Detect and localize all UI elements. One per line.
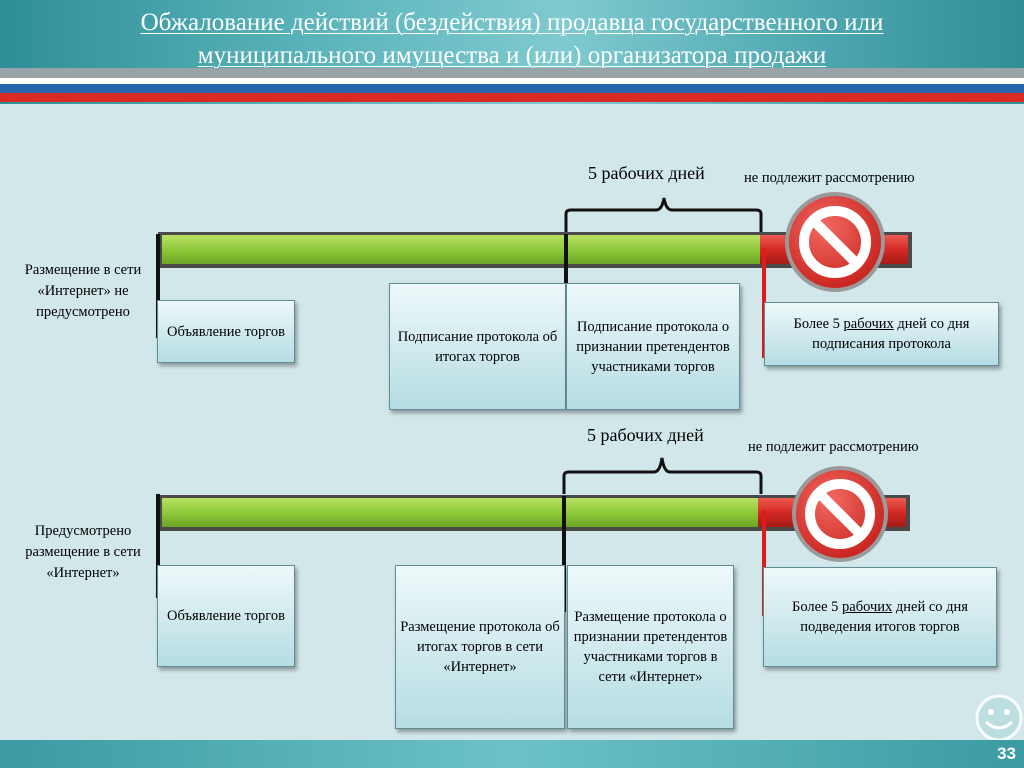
row1-box-protocol-results-text: Подписание протокола об итогах торгов (397, 328, 558, 365)
row1-box-announcement: Объявление торгов (157, 300, 295, 363)
footer-band (0, 740, 1024, 768)
row2-box-protocol-results: Размещение протокола об итогах торгов в … (395, 565, 565, 729)
row2-box-protocol-applicants-text: Размещение протокола о признании претенд… (573, 609, 728, 685)
prohibition-icon (785, 192, 885, 292)
row1-days-label: 5 рабочих дней (588, 163, 705, 183)
row2-box-more-days: Более 5 рабочих дней со дня подведения и… (763, 567, 997, 667)
prohibition-icon (792, 466, 888, 562)
page-number: 33 (997, 744, 1016, 763)
page-title: Обжалование действий (бездействия) прода… (140, 9, 884, 69)
row2-box-protocol-applicants: Размещение протокола о признании претенд… (567, 565, 734, 729)
row1-box-protocol-results: Подписание протокола об итогах торгов (389, 283, 566, 410)
stripe-blue (0, 84, 1024, 93)
row1-side-label: Размещение в сети «Интернет» не предусмо… (24, 262, 142, 320)
row2-box-announcement-text: Объявление торгов (167, 608, 285, 624)
row1-box-announcement-text: Объявление торгов (167, 323, 285, 340)
brace-row1 (564, 197, 763, 232)
stripe-red (0, 93, 1024, 102)
smiley-icon (975, 694, 1023, 742)
stripe-gray (0, 68, 1024, 78)
row2-box-announcement: Объявление торгов (157, 565, 295, 667)
stripe-white (0, 78, 1024, 84)
row1-not-considered-label: не подлежит рассмотрению (744, 170, 915, 186)
brace-row2 (562, 457, 763, 494)
row2-box-protocol-results-text: Размещение протокола об итогах торгов в … (400, 619, 560, 675)
row1-box-more-days-text: Более 5 рабочих дней со дня подписания п… (793, 316, 970, 352)
row2-days-label: 5 рабочих дней (587, 425, 704, 445)
row1-box-more-days: Более 5 рабочих дней со дня подписания п… (764, 302, 999, 366)
bar-green-segment (162, 235, 760, 264)
row2-side-label: Предусмотрено размещение в сети «Интерне… (25, 523, 141, 581)
bar-green-segment (162, 498, 758, 527)
row1-box-protocol-applicants: Подписание протокола о признании претенд… (566, 283, 740, 410)
row1-box-protocol-applicants-text: Подписание протокола о признании претенд… (576, 318, 730, 375)
row2-not-considered-label: не подлежит рассмотрению (748, 439, 919, 455)
row2-box-more-days-text: Более 5 рабочих дней со дня подведения и… (792, 599, 968, 635)
